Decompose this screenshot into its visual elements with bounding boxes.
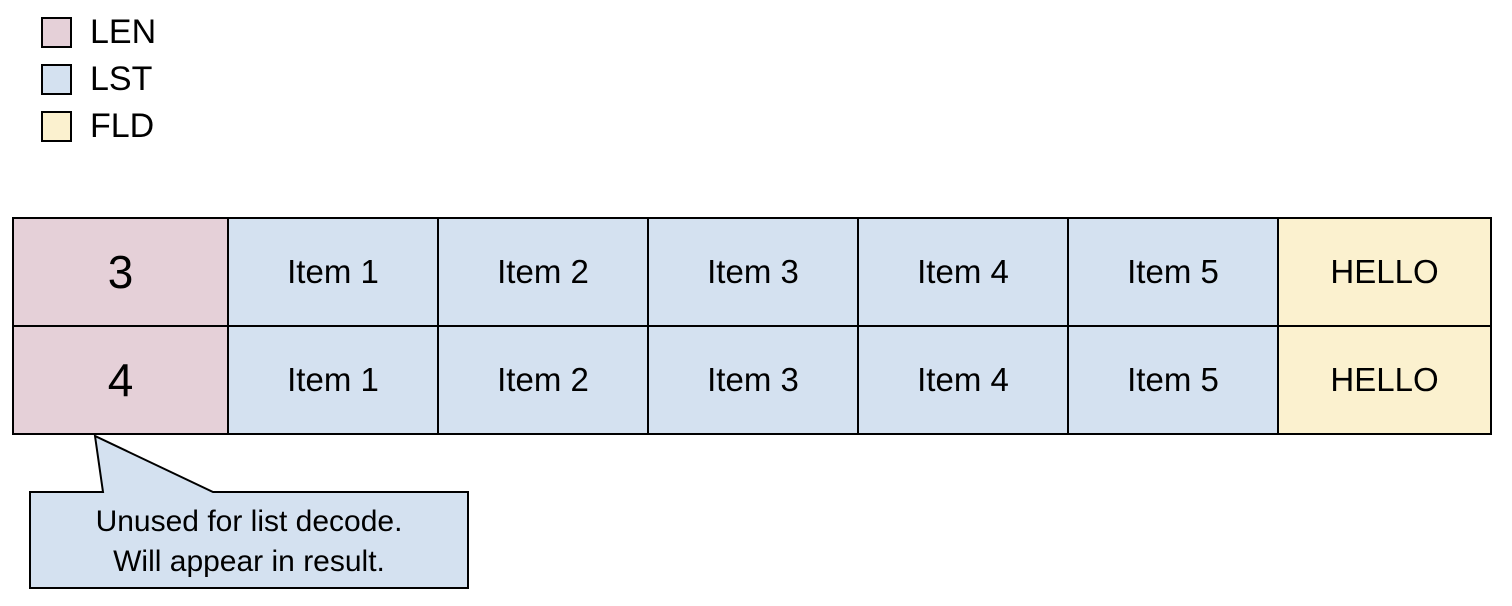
row2-field-cell: HELLO xyxy=(1279,327,1490,433)
row2-item2-cell: Item 2 xyxy=(439,327,647,433)
legend-label-len: LEN xyxy=(90,13,157,51)
callout-text-line1: Unused for list decode. xyxy=(96,505,403,538)
row2-len-cell: 4 xyxy=(14,327,227,433)
row2-item3-cell: Item 3 xyxy=(649,327,857,433)
row1-item5-cell: Item 5 xyxy=(1069,219,1277,325)
row1-item1-cell: Item 1 xyxy=(229,219,437,325)
len-color-swatch xyxy=(41,16,72,48)
lst-color-swatch xyxy=(41,63,72,95)
legend-label-fld: FLD xyxy=(90,107,155,145)
legend: LEN LST FLD xyxy=(41,13,157,145)
row1-item3-cell: Item 3 xyxy=(649,219,857,325)
row1-len-cell: 3 xyxy=(14,219,227,325)
row1-field-cell: HELLO xyxy=(1279,219,1490,325)
callout-text-line2: Will appear in result. xyxy=(113,545,385,578)
row1-item4-cell: Item 4 xyxy=(859,219,1067,325)
legend-label-lst: LST xyxy=(90,60,153,98)
callout-bubble-shape xyxy=(29,434,469,589)
fld-color-swatch xyxy=(41,110,72,142)
row2-item1-cell: Item 1 xyxy=(229,327,437,433)
byte-layout-table: 3 Item 1 Item 2 Item 3 Item 4 Item 5 HEL… xyxy=(12,217,1492,435)
row2-item5-cell: Item 5 xyxy=(1069,327,1277,433)
legend-item-len: LEN xyxy=(41,13,157,51)
row1-item2-cell: Item 2 xyxy=(439,219,647,325)
row2-item4-cell: Item 4 xyxy=(859,327,1067,433)
legend-item-lst: LST xyxy=(41,60,156,98)
legend-item-fld: FLD xyxy=(41,107,156,145)
